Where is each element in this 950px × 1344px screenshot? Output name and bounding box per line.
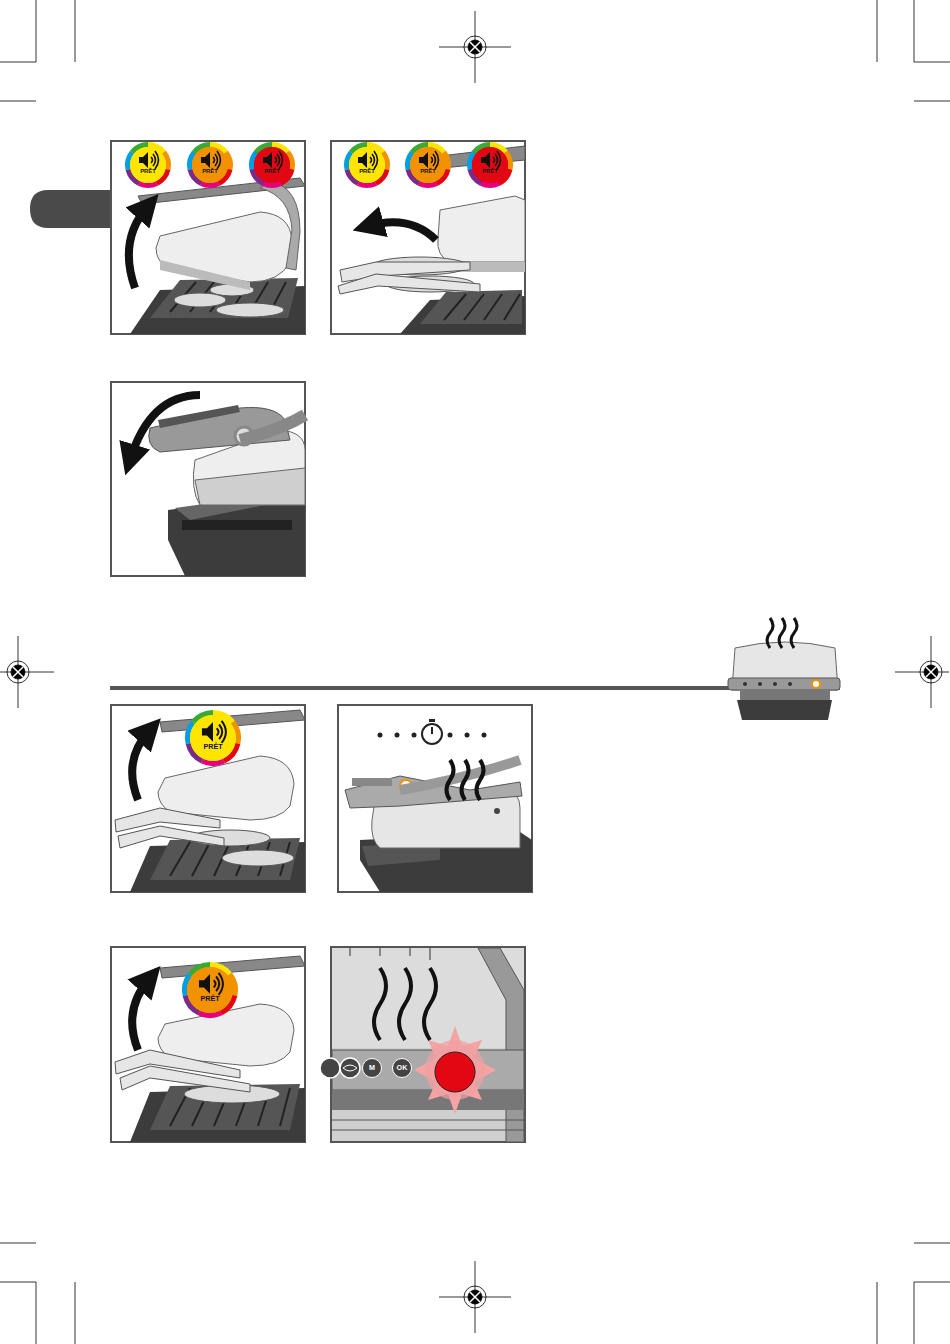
indicator-ring bbox=[126, 143, 170, 187]
indicator-ring bbox=[406, 143, 450, 187]
food-removal-panel bbox=[338, 146, 525, 334]
ready-label: PRÊT bbox=[188, 169, 232, 175]
registration-marks bbox=[0, 11, 949, 1333]
ready-indicator: PRÊT bbox=[250, 143, 294, 187]
control-button: M bbox=[362, 1058, 382, 1078]
ready-label: PRÊT bbox=[345, 169, 389, 175]
ready-label: PRÊT bbox=[183, 995, 237, 1002]
ready-indicator: PRÊT bbox=[183, 963, 237, 1017]
ready-indicator: PRÊT bbox=[126, 143, 170, 187]
cooking-timer-panel bbox=[345, 719, 532, 892]
indicator-ring bbox=[186, 711, 240, 765]
language-tab bbox=[30, 190, 110, 228]
ready-label: PRÊT bbox=[468, 169, 512, 175]
indicator-ring bbox=[250, 143, 294, 187]
ready-label: PRÊT bbox=[126, 169, 170, 175]
grill-closed-panel bbox=[130, 395, 305, 576]
ready-indicator: PRÊT bbox=[188, 143, 232, 187]
ready-indicator: PRÊT bbox=[186, 711, 240, 765]
button-label: M bbox=[363, 1064, 381, 1071]
ready-indicator: PRÊT bbox=[345, 143, 389, 187]
indicator-ring bbox=[188, 143, 232, 187]
indicator-closeup-panel bbox=[320, 948, 524, 1142]
button-label: OK bbox=[393, 1064, 411, 1071]
ready-label: PRÊT bbox=[186, 743, 240, 750]
ready-indicator: PRÊT bbox=[406, 143, 450, 187]
control-button: OK bbox=[392, 1058, 412, 1078]
food-insert-panel bbox=[115, 710, 305, 892]
food-check-panel bbox=[115, 956, 305, 1142]
grill-icon bbox=[728, 618, 840, 720]
ready-label: PRÊT bbox=[406, 169, 450, 175]
panel-frames bbox=[111, 141, 532, 1142]
grill-open-panel bbox=[129, 178, 305, 334]
indicator-ring bbox=[345, 143, 389, 187]
ready-indicator: PRÊT bbox=[468, 143, 512, 187]
indicator-ring bbox=[468, 143, 512, 187]
ready-label: PRÊT bbox=[250, 169, 294, 175]
indicator-ring bbox=[183, 963, 237, 1017]
